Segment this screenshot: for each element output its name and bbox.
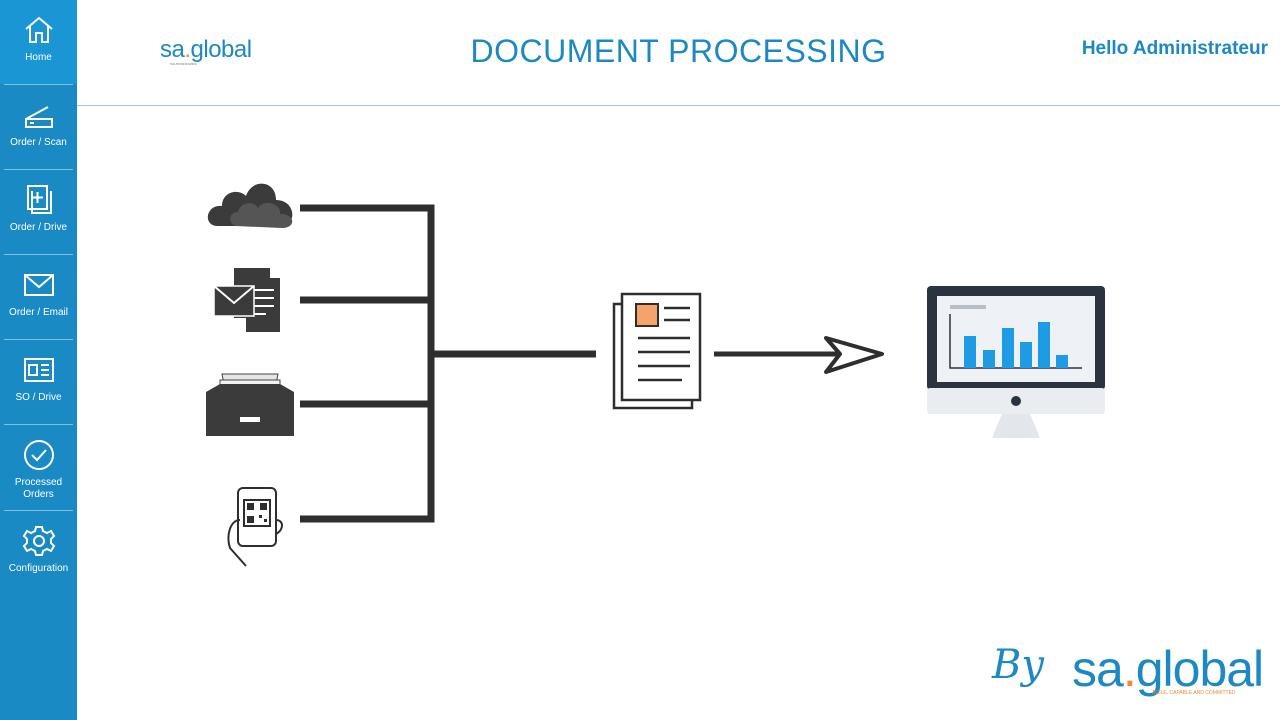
sidebar-item-label: Home <box>25 52 52 63</box>
footer-by: By <box>992 642 1044 688</box>
sidebar-item-configuration[interactable]: Configuration <box>0 511 77 595</box>
sidebar-item-label: Order / Email <box>9 307 68 318</box>
logo: sa.global SOLUTIONS INNOVATION <box>160 36 253 66</box>
sidebar-item-order-drive[interactable]: Order / Drive <box>0 170 77 254</box>
divider <box>4 254 73 255</box>
drive-add-icon <box>21 182 57 218</box>
sidebar-item-order-email[interactable]: Order / Email <box>0 255 77 339</box>
home-icon <box>21 12 57 48</box>
user-greeting: Hello Administrateur <box>1081 38 1268 59</box>
document-icon <box>612 292 702 410</box>
footer-logo: By sa.global AGILE, CAPABLE AND COMMITTE… <box>992 640 1264 700</box>
email-document-icon <box>213 268 280 332</box>
document-list-icon <box>21 352 57 388</box>
sidebar-item-home[interactable]: Home <box>0 0 77 84</box>
mobile-qr-icon <box>227 487 283 567</box>
brand-text: sa <box>1072 641 1124 697</box>
divider <box>4 169 73 170</box>
divider <box>77 105 1280 106</box>
check-circle-icon <box>21 437 57 473</box>
divider <box>4 510 73 511</box>
footer-brand: sa.global <box>1072 640 1264 698</box>
divider <box>4 84 73 85</box>
cloud-icon <box>207 183 293 228</box>
scanner-icon <box>21 97 57 133</box>
page-title: DOCUMENT PROCESSING <box>470 33 887 69</box>
logo-text: global <box>190 36 253 63</box>
divider <box>4 424 73 425</box>
logo-tagline: SOLUTIONS INNOVATION <box>170 62 197 66</box>
divider <box>4 339 73 340</box>
logo-dot: . <box>184 36 191 63</box>
logo-text: sa <box>160 36 185 63</box>
footer-tagline: AGILE, CAPABLE AND COMMITTED <box>1152 690 1236 696</box>
sidebar-item-label: Processed Orders <box>14 477 63 500</box>
sidebar-item-label: SO / Drive <box>15 392 62 403</box>
sidebar: Home Order / Scan Order / Drive <box>0 0 77 720</box>
envelope-icon <box>21 267 57 303</box>
sidebar-item-label: Order / Scan <box>10 137 67 148</box>
brand-dot: . <box>1122 641 1137 697</box>
inbox-tray-icon <box>206 373 294 436</box>
arrow-right-icon <box>714 336 884 374</box>
sidebar-item-processed-orders[interactable]: Processed Orders <box>0 425 77 515</box>
sidebar-item-label: Order / Drive <box>9 222 68 233</box>
monitor-chart-icon <box>927 286 1105 438</box>
gear-icon <box>21 523 57 559</box>
sidebar-item-so-drive[interactable]: SO / Drive <box>0 340 77 424</box>
sidebar-item-order-scan[interactable]: Order / Scan <box>0 85 77 169</box>
sidebar-item-label: Configuration <box>8 563 69 574</box>
brand-text: global <box>1135 641 1264 697</box>
connector-lines <box>300 204 596 523</box>
